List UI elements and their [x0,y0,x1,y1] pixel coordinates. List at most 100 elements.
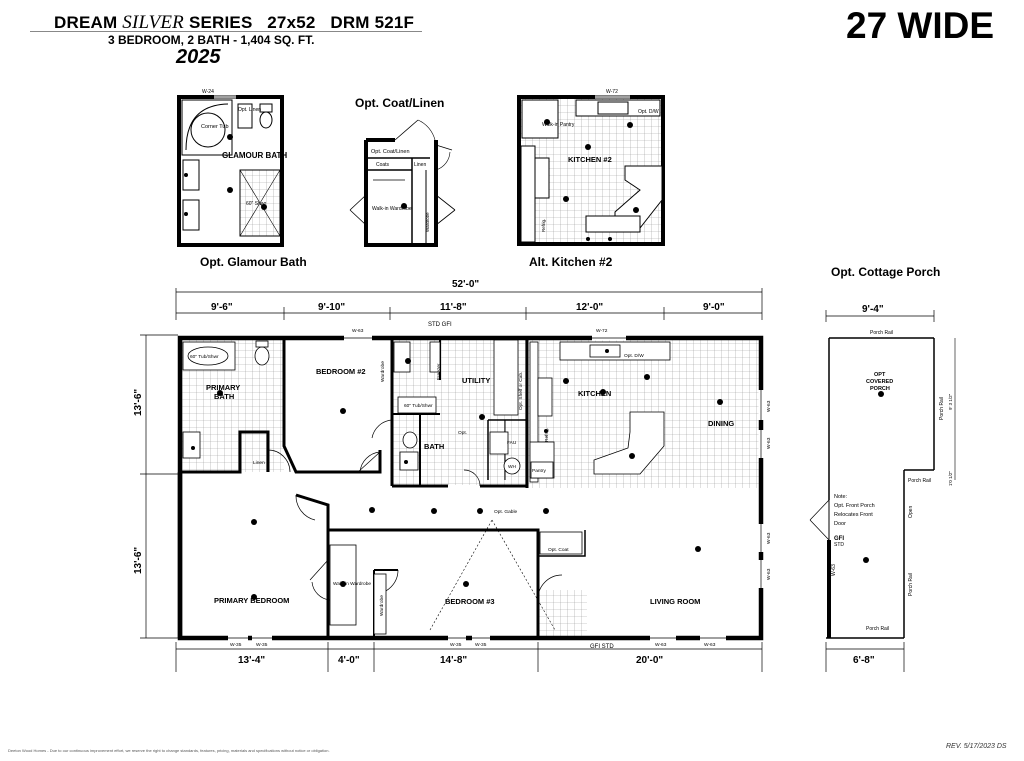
linen-label: Linen [414,162,426,168]
opt-label: Opt. [458,430,467,436]
room-bath: BATH [424,442,444,451]
fixtures [182,339,671,635]
glamour-bath-label: GLAMOUR BATH [222,151,287,160]
porch-note-2: Opt. Front Porch [834,503,875,509]
glamour-bath-caption: Opt. Glamour Bath [200,255,307,269]
window-w63-b2: W-63 [704,642,716,648]
side-dim-2: 13'-6" [133,547,144,574]
specs-line: 3 BEDROOM, 2 BATH - 1,404 SQ. FT. [108,33,315,47]
porch-covered: COVERED [866,379,893,385]
bottom-dim-2: 4'-0" [338,655,360,666]
glamour-shower-label: 60" Shwr [246,201,266,207]
porch-width-dim: 9'-4" [862,304,884,315]
window-w63-top: W-63 [352,328,364,334]
porch-open: Open [908,506,914,518]
alt-kitchen-caption: Alt. Kitchen #2 [529,255,613,269]
light-fixtures [191,349,723,600]
porch-rail-right: Porch Rail [939,397,945,420]
room-bedroom2: BEDROOM #2 [316,367,366,376]
wardrobe-label-b2: Wardrobe [380,361,386,382]
gable-lines [429,519,556,631]
opt-shelf-label: Opt. Shelf or Cab. [518,372,524,410]
porch-note-1: Note: [834,494,848,500]
corner-tub-label: Corner Tub [201,124,229,130]
glamour-window-label: W-24 [202,89,214,95]
top-dim-4: 12'-0" [576,302,603,313]
porch-rail-lower: Porch Rail [908,573,914,596]
overall-width-dim: 52'-0" [452,279,479,290]
tub1-label: 60" Tub/Shwr [190,354,219,360]
gfi-std-label: GFI STD [590,644,614,650]
bottom-dim-3: 14'-8" [440,655,467,666]
door-swings [267,419,563,601]
porch-side-dim: 9' 3 1/2" [948,393,953,410]
walls [177,335,764,641]
porch-rail-bottom: Porch Rail [866,626,889,632]
porch-gfi: GFI [834,536,844,542]
kitchen2-label: KITCHEN #2 [568,155,612,164]
opt-coat-label: Opt. Coat [548,547,569,553]
room-kitchen: KITCHEN [578,389,611,398]
bottom-dim-4: 20'-0" [636,655,663,666]
porch-rail-side: Porch Rail [908,478,931,484]
room-utility: UTILITY [462,376,490,385]
alt-kitchen-inset: W-72 Walk-in Pantry Opt. D/W KITCHEN #2 … [517,89,665,246]
wh-label: WH [508,464,517,470]
porch-bottom-dim: 6'-8" [853,655,875,666]
coat-linen-caption: Opt. Coat/Linen [355,96,445,110]
std-gfi-label: STD GFI [428,322,452,328]
linen-label-main: Linen [253,460,265,466]
window-panes [228,337,762,639]
opt-gable-label: Opt. Gable [494,509,518,515]
window-w35-b2: W-35 [256,642,268,648]
window-w63-r2: W-63 [766,437,772,449]
window-w35-b3: W-35 [450,642,462,648]
dimension-lines [140,288,763,672]
coat-wardrobe-label: Wardrobe [425,212,430,232]
refrig-label: Refrig. [544,428,550,442]
window-w72-top: W-72 [596,328,608,334]
porch-rail-top: Porch Rail [870,330,893,336]
side-dim-1: 13'-6" [133,389,144,416]
width-badge: 27 WIDE [846,5,995,46]
model-year: 2025 [176,46,221,68]
glamour-bath-inset: W-24 Corner Tub Opt. Linen GLAMOUR BATH … [177,89,287,247]
freezer-label: Freezer [436,363,442,380]
window-w63-r1: W-63 [766,400,772,412]
dw-label: Opt. D/W [624,353,644,359]
kitchen2-pantry-label: Walk-in Pantry [542,122,575,128]
revision: REV. 5/17/2023 DS [946,743,1007,750]
entry-tile [539,590,587,637]
porch-std: STD [834,542,844,548]
coat-linen-inset: Opt. Coat/Linen Coats Linen Walk-in Ward… [349,119,456,247]
room-living: LIVING ROOM [650,597,700,606]
porch-porch: PORCH [870,386,890,392]
pantry-label: Pantry [532,468,546,474]
window-w35-b4: W-35 [475,642,487,648]
porch-window: W-63 [831,564,837,576]
coats-label: Coats [376,162,390,168]
top-dim-5: 9'-0" [703,302,725,313]
top-dim-3: 11'-8" [440,302,467,313]
bottom-dim-1: 13'-4" [238,655,265,666]
kitchen2-refrig-label: Refrig. [541,219,546,232]
room-primary-bath-l1: PRIMARY [206,383,240,392]
kitchen2-window-label: W-72 [606,89,618,95]
window-w63-b1: W-63 [655,642,667,648]
window-w63-r3: W-63 [766,532,772,544]
room-bedroom3: BEDROOM #3 [445,597,495,606]
room-dining: DINING [708,419,734,428]
top-dim-2: 9'-10" [318,302,345,313]
series-title: DREAM SILVER SERIES 27x52 DRM 521F [54,12,415,33]
disclaimer: Deeton Wood Homes - Due to our continuou… [8,748,330,753]
header-rule [30,31,422,32]
window-w35-b1: W-35 [230,642,242,648]
top-dim-1: 9'-6" [211,302,233,313]
porch-opt: OPT [874,372,886,378]
wardrobe-label-b3: Wardrobe [379,595,385,616]
walk-in-label: Walk-in Wardrobe [372,206,412,212]
room-primary-bedroom: PRIMARY BEDROOM [214,596,289,605]
cottage-porch-caption: Opt. Cottage Porch [831,265,941,279]
window-w63-r4: W-63 [766,568,772,580]
